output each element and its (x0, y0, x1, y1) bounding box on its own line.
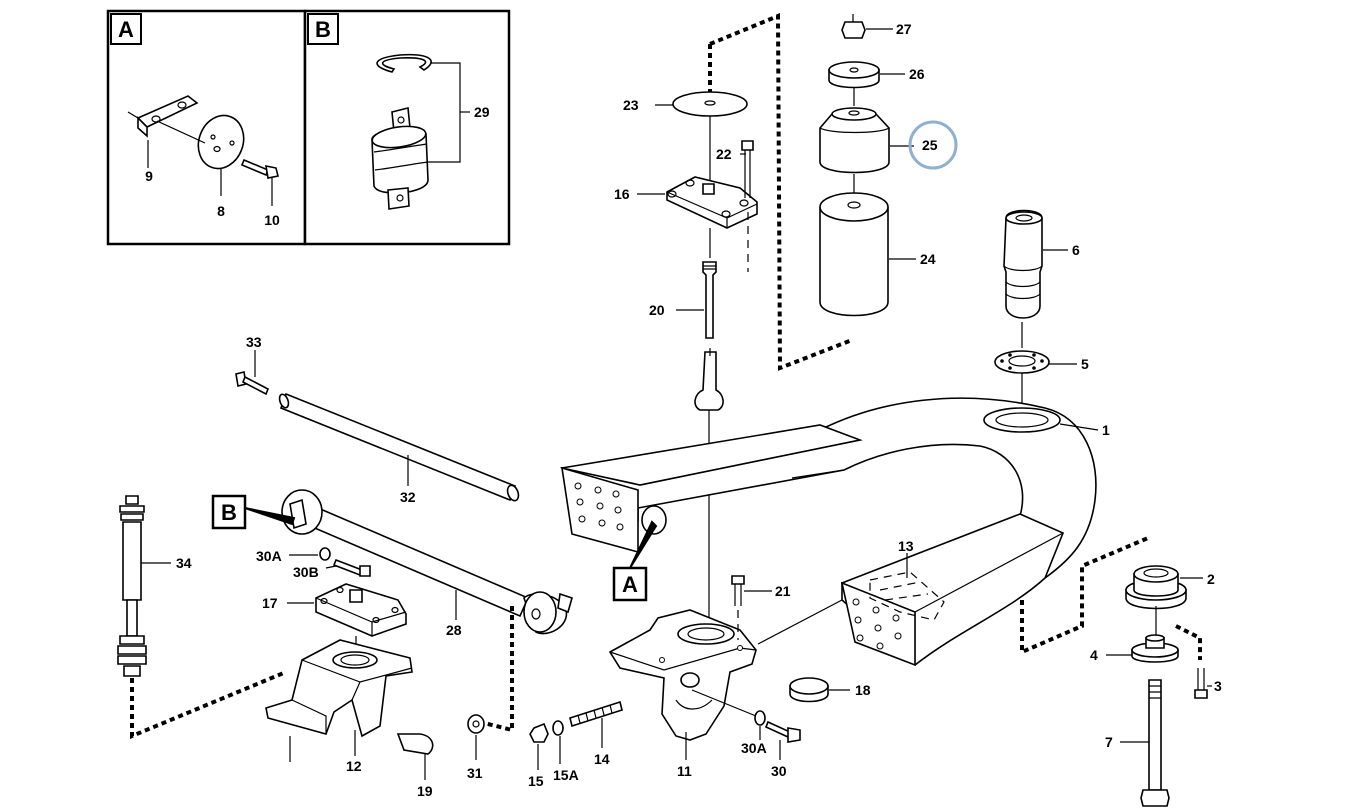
pin-head-icon (694, 348, 724, 411)
bolt-part-21 (731, 575, 745, 640)
dashed-assembly-line-mid (479, 606, 514, 733)
callout-18: 18 (855, 682, 871, 698)
washer-disc-part-8 (156, 114, 245, 170)
inset-b-tag: B (315, 17, 331, 42)
bolt-part-30 (764, 720, 801, 743)
bracket-plate-part-17 (315, 583, 407, 637)
spring-seat-part-25 (819, 107, 890, 174)
callout-6: 6 (1072, 242, 1080, 258)
callout-24: 24 (920, 251, 936, 267)
bracket-plate-part-16 (666, 176, 758, 229)
cap-part-18 (789, 677, 829, 703)
callout-3: 3 (1214, 678, 1222, 694)
callout-21: 21 (775, 583, 791, 599)
callout-31: 31 (467, 765, 483, 781)
callout-7: 7 (1105, 734, 1113, 750)
dashed-assembly-line-far-right (1175, 624, 1202, 660)
callout-32: 32 (400, 489, 416, 505)
pin-part-20 (702, 261, 717, 339)
buffer-part-6 (1003, 209, 1043, 319)
bushing-part-2 (1125, 565, 1187, 610)
callout-26: 26 (909, 66, 925, 82)
washer-part-4 (1131, 634, 1179, 663)
washer-part-30a-left (319, 547, 331, 561)
callout-1: 1 (1102, 422, 1110, 438)
callout-15a: 15A (553, 767, 579, 783)
circlip-icon (376, 53, 432, 73)
callout-16: 16 (614, 186, 630, 202)
callout-14: 14 (594, 751, 610, 767)
washer-part-30a-right (754, 710, 766, 726)
callout-20: 20 (649, 302, 665, 318)
svg-text:A: A (622, 572, 638, 597)
stud-part-14 (569, 700, 623, 728)
plate-part-9 (127, 95, 199, 138)
rod-part-32 (278, 392, 520, 502)
dashed-assembly-line-right (1020, 536, 1149, 656)
callout-30a-right: 30A (741, 740, 767, 756)
callout-2: 2 (1207, 571, 1215, 587)
bolt-part-22 (741, 140, 754, 272)
screw-part-10 (240, 158, 279, 179)
callout-9: 9 (145, 168, 153, 184)
bolt-part-30b (332, 558, 371, 577)
nut-part-15 (529, 722, 549, 743)
callout-30b: 30B (293, 564, 319, 580)
callout-10: 10 (264, 212, 280, 228)
inset-panel-a: A 9 8 10 (106, 9, 307, 246)
wedge-part-19 (396, 733, 434, 755)
detail-tag-a: A (612, 520, 658, 602)
washer-part-26 (828, 61, 880, 89)
washer-part-15a (552, 720, 564, 736)
rubber-spring-part-24 (819, 192, 889, 317)
washer-part-5 (994, 350, 1050, 374)
callout-19: 19 (417, 783, 433, 799)
callout-4: 4 (1090, 647, 1098, 663)
detail-tag-b: B (211, 494, 296, 530)
callout-8: 8 (217, 203, 225, 219)
washer-part-31 (467, 714, 485, 734)
highlight-ring (908, 120, 958, 170)
callout-25: 25 (922, 137, 938, 153)
dashed-assembly-line-upper (709, 13, 853, 371)
callout-12: 12 (346, 758, 362, 774)
inset-a-tag: A (118, 17, 134, 42)
callout-30: 30 (771, 763, 787, 779)
svg-text:B: B (221, 500, 237, 525)
callout-28: 28 (446, 622, 462, 638)
bushing-part-29 (371, 106, 429, 210)
dashed-assembly-line-left (130, 670, 287, 739)
callout-33: 33 (246, 334, 262, 350)
pad-part-13 (869, 571, 945, 621)
shock-absorber-part-34 (117, 495, 147, 677)
torque-rod-part-28 (281, 489, 573, 635)
frame-part-1 (559, 397, 1097, 667)
axle-bracket-part-11 (608, 609, 757, 741)
callout-17: 17 (262, 595, 278, 611)
callout-5: 5 (1081, 356, 1089, 372)
callout-15: 15 (528, 773, 544, 789)
nut-part-27 (841, 14, 866, 39)
callout-13: 13 (898, 538, 914, 554)
inset-panel-b: B 29 (303, 9, 511, 246)
callout-11: 11 (677, 763, 692, 779)
bolt-part-3 (1194, 668, 1208, 699)
callout-34: 34 (176, 555, 192, 571)
callout-27: 27 (896, 21, 912, 37)
long-bolt-part-7 (1140, 679, 1170, 807)
washer-part-23 (672, 91, 748, 117)
callout-23: 23 (623, 97, 639, 113)
bolt-part-33 (235, 371, 270, 396)
callout-22: 22 (716, 146, 732, 162)
bracket-part-12 (265, 639, 413, 738)
callout-29: 29 (474, 104, 490, 120)
callout-30a-left: 30A (256, 548, 282, 564)
